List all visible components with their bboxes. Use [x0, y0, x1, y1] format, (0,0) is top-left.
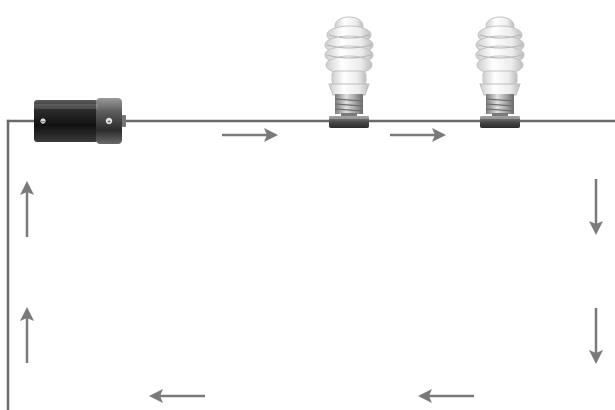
arrow-icon — [587, 306, 605, 366]
current-arrows — [18, 126, 605, 405]
wire-loop — [6, 119, 615, 410]
cfl-bulb-icon — [475, 16, 525, 129]
arrow-icon — [587, 177, 605, 237]
arrow-icon — [147, 387, 207, 405]
cfl-bulb-icon — [324, 16, 374, 129]
battery-icon: − + — [34, 98, 126, 144]
arrow-icon — [416, 387, 476, 405]
arrow-icon — [18, 305, 36, 365]
arrow-icon — [220, 126, 280, 144]
svg-text:+: + — [107, 119, 111, 126]
svg-text:−: − — [41, 118, 46, 127]
arrow-icon — [388, 126, 448, 144]
arrow-icon — [18, 179, 36, 239]
